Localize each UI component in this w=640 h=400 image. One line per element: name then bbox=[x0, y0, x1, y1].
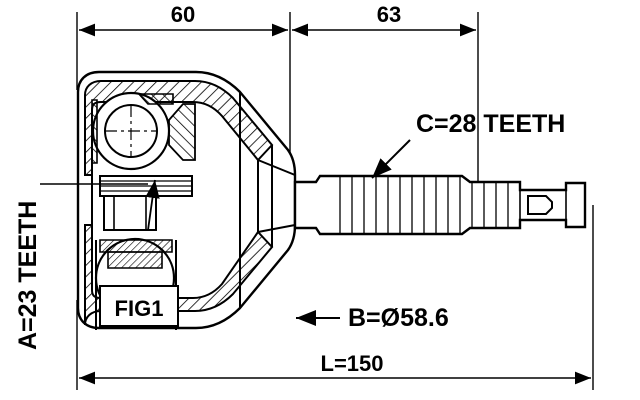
leader-inner-teeth bbox=[145, 179, 160, 231]
circlip-groove bbox=[527, 195, 553, 215]
figure-label: FIG1 bbox=[115, 296, 164, 321]
dimension-60: 60 bbox=[79, 2, 288, 37]
shaft-body bbox=[293, 174, 587, 236]
dimension-63: 63 bbox=[292, 2, 476, 37]
inner-teeth-label: A=23 TEETH bbox=[14, 201, 42, 350]
outer-teeth-label: C=28 TEETH bbox=[416, 110, 565, 138]
diameter-callout: B=Ø58.6 bbox=[296, 304, 449, 332]
dimension-length: L=150 bbox=[79, 351, 591, 385]
dimension-length-label: L=150 bbox=[321, 351, 384, 376]
shaft-spline-lines bbox=[339, 176, 509, 234]
inner-race-assembly: FIG1 bbox=[40, 91, 196, 330]
outer-teeth-callout: C=28 TEETH bbox=[371, 110, 565, 179]
diameter-label: B=Ø58.6 bbox=[348, 304, 449, 332]
dimension-63-label: 63 bbox=[377, 2, 401, 27]
dimension-60-label: 60 bbox=[171, 2, 195, 27]
dimension-extension-lines bbox=[76, 12, 594, 390]
leader-outer-teeth bbox=[371, 139, 411, 179]
